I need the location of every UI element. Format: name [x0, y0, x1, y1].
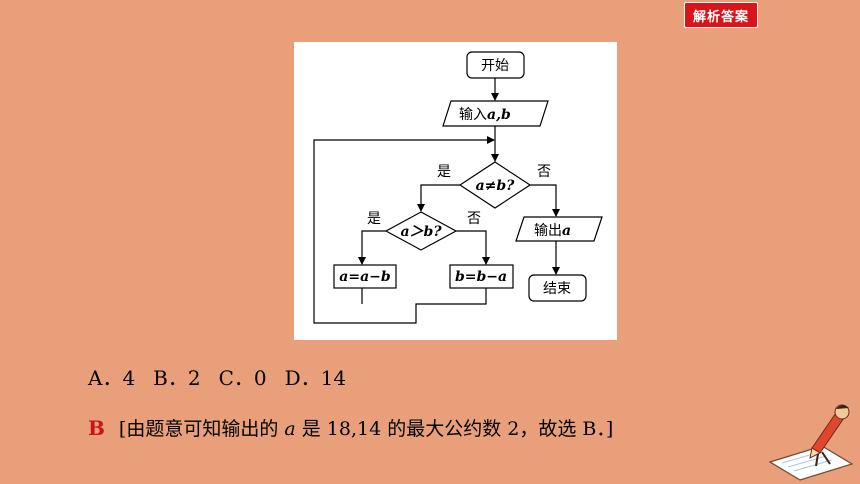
output-label: 输出a	[534, 223, 571, 239]
option-a: A．4	[88, 366, 136, 390]
assign-b-label: b=b−a	[455, 269, 507, 285]
option-c: C．0	[218, 366, 267, 390]
option-b: B．2	[153, 366, 201, 390]
condition-2-label: a＞b?	[400, 224, 442, 240]
mascot-illustration	[768, 404, 854, 481]
flowchart-diagram: 开始 输入a,b a≠b? 是 否 a＞b? 是 否 a=a−b b=b−a 输…	[313, 51, 603, 324]
flowchart-panel: 开始 输入a,b a≠b? 是 否 a＞b? 是 否 a=a−b b=b−a 输…	[294, 42, 617, 340]
start-label: 开始	[481, 58, 509, 74]
option-d: D．14	[284, 366, 347, 390]
explanation-suffix: 是 18,14 的最大公约数 2，故选 B．]	[301, 418, 614, 440]
yes-label-2: 是	[367, 211, 381, 227]
input-box	[442, 100, 549, 127]
condition-1-label: a≠b?	[476, 178, 516, 194]
yes-label-1: 是	[437, 164, 451, 180]
answer-letter: B	[88, 416, 105, 440]
input-label: 输入a,b	[459, 107, 511, 123]
end-box	[528, 274, 587, 302]
assign-a-box	[333, 264, 397, 289]
decision-a-gt-b	[384, 211, 458, 251]
answer-explanation: B [由题意可知输出的 a 是 18,14 的最大公约数 2，故选 B．]	[88, 414, 613, 441]
assign-a-label: a=a−b	[339, 269, 391, 285]
answer-options: A．4 B．2 C．0 D．14	[88, 362, 346, 391]
end-label: 结束	[543, 281, 571, 297]
explanation-prefix: [由题意可知输出的	[118, 418, 279, 440]
no-label-1: 否	[537, 164, 551, 180]
explanation-variable: a	[284, 418, 296, 440]
output-box	[515, 216, 603, 242]
assign-b-box	[449, 264, 514, 289]
no-label-2: 否	[467, 211, 481, 227]
answer-analysis-button[interactable]: 解析答案	[684, 2, 758, 28]
decision-a-ne-b	[458, 161, 532, 209]
